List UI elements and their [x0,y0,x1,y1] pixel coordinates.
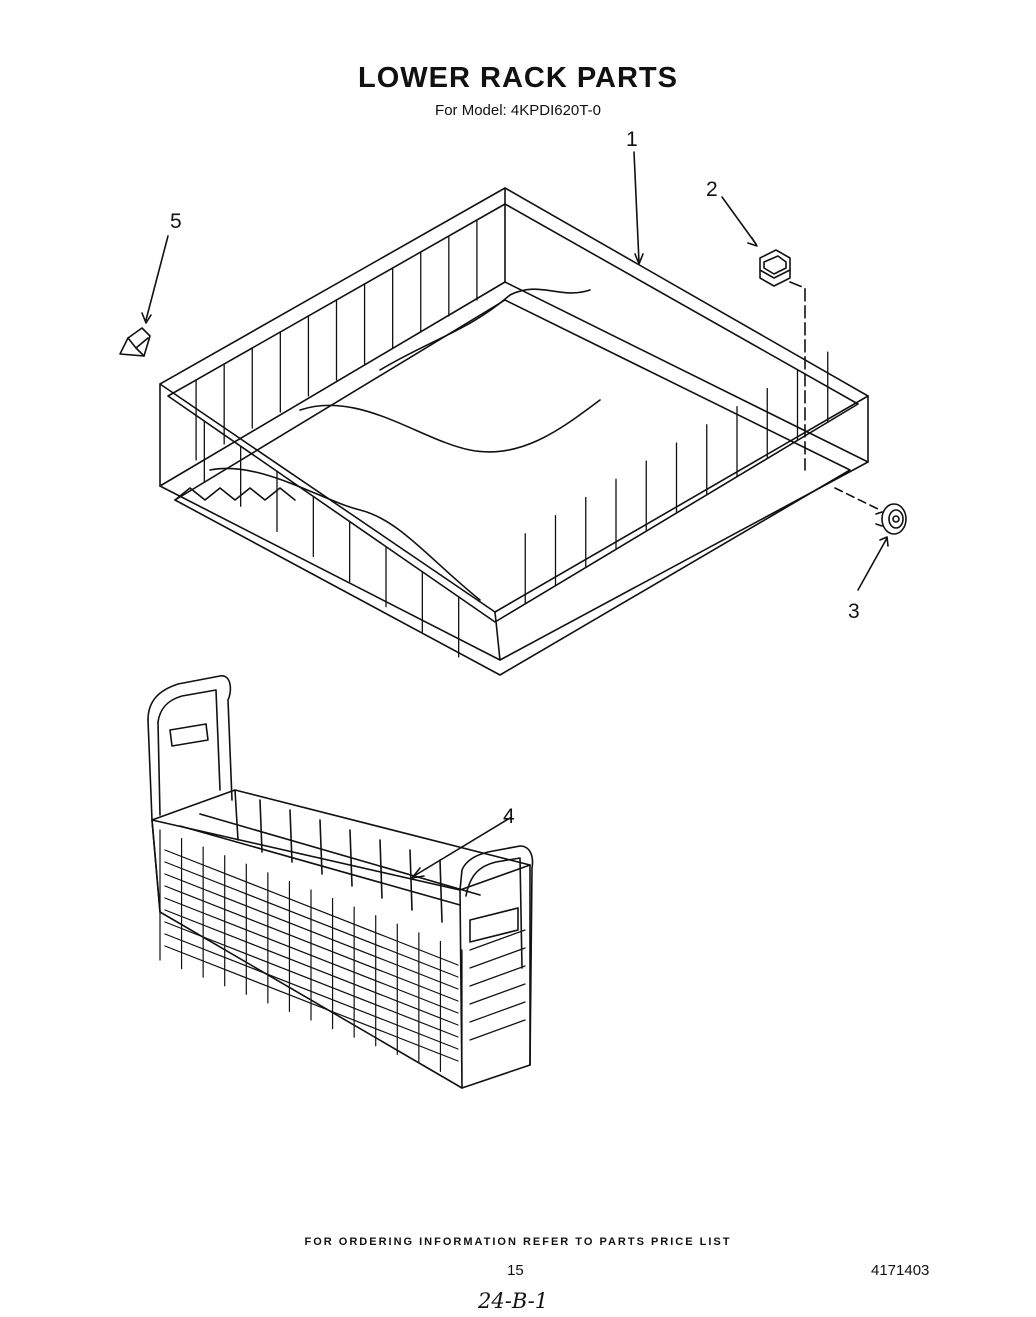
dish-rack-icon [159,187,869,676]
callout-1-leader [633,151,640,263]
handwritten-note: 24-B-1 [478,1289,549,1313]
wheel-guide-line [834,487,881,511]
callout-4-arrowhead [411,867,425,879]
callout-5-leader [145,235,169,321]
callout-4-leader [413,817,511,877]
rack-clip-icon [759,249,791,287]
silverware-basket-icon [147,675,534,1089]
callout-2-arrowhead [747,237,758,247]
document-number: 4171403 [871,1262,930,1279]
callout-4-label: 4 [503,805,515,828]
rack-wheel-icon [875,503,907,535]
clip-guide-line [789,281,806,471]
page-title: LOWER RACK PARTS [358,62,678,94]
callout-3-arrowhead [879,536,889,547]
basket-grid [159,829,526,1081]
ordering-note: FOR ORDERING INFORMATION REFER TO PARTS … [304,1236,732,1248]
model-subtitle: For Model: 4KPDI620T-0 [435,102,601,119]
callout-5-label: 5 [170,210,182,233]
callout-3-label: 3 [848,600,860,623]
callout-5-arrowhead [141,312,152,324]
rack-tines [195,219,829,658]
rack-stop-icon [119,327,151,357]
page-number: 15 [507,1262,524,1279]
callout-1-arrowhead [634,253,644,265]
callout-2-label: 2 [706,178,718,201]
callout-3-leader [857,537,888,591]
callout-1-label: 1 [626,128,638,151]
callout-2-leader [721,196,757,245]
